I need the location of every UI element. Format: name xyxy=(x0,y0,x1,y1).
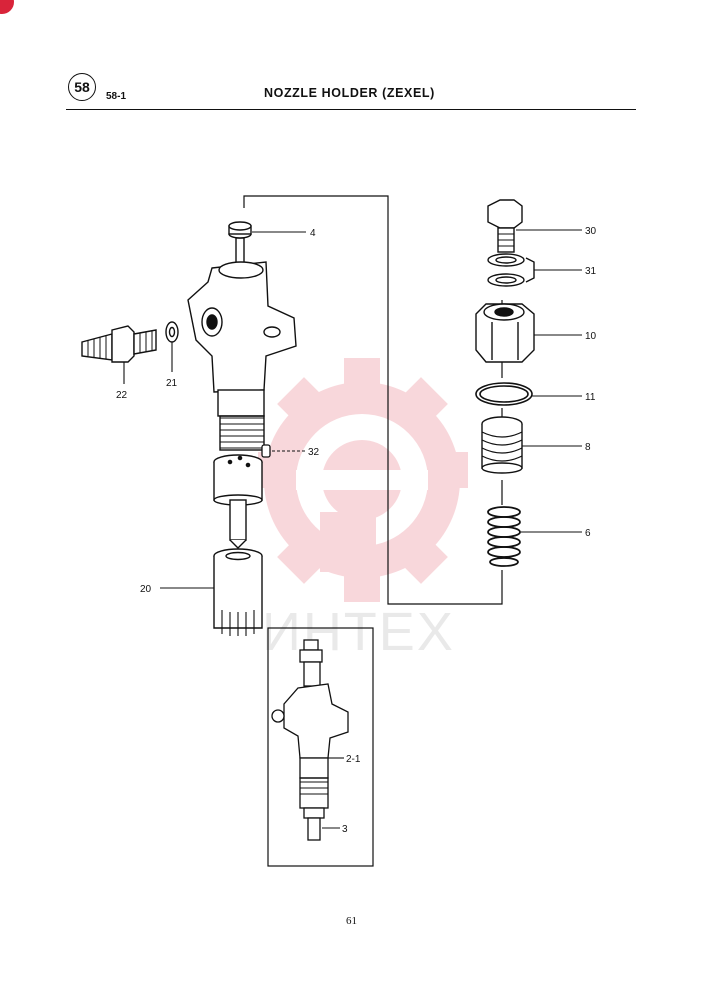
callout-4: 4 xyxy=(310,228,316,239)
callout-22: 22 xyxy=(116,390,128,401)
retaining-nut-20 xyxy=(213,548,263,636)
gaskets-31 xyxy=(487,253,535,287)
page-number: 61 xyxy=(346,915,357,927)
header-rule xyxy=(66,109,636,110)
section-badge: 58 xyxy=(68,73,96,101)
callout-31: 31 xyxy=(585,266,597,277)
cap-nut-10 xyxy=(475,303,535,363)
callout-2-1: 2-1 xyxy=(346,754,361,765)
callout-10: 10 xyxy=(585,331,597,342)
callout-21: 21 xyxy=(166,378,178,389)
callout-30: 30 xyxy=(585,226,597,237)
callout-6: 6 xyxy=(585,528,591,539)
callout-8: 8 xyxy=(585,442,591,453)
section-number: 58 xyxy=(74,79,90,95)
callout-20: 20 xyxy=(140,584,152,595)
inset-assembly-view xyxy=(267,627,374,867)
watermark-text: ИНТЕХ xyxy=(262,602,455,662)
inlet-connector xyxy=(81,325,157,363)
subsection-number: 58-1 xyxy=(106,91,127,102)
nozzle-holder-body xyxy=(187,221,297,451)
nozzle-tip xyxy=(213,454,263,549)
spring-seat-8 xyxy=(481,416,523,474)
o-ring-11 xyxy=(475,382,533,406)
callout-11: 11 xyxy=(585,392,596,403)
page-title: NOZZLE HOLDER (ZEXEL) xyxy=(264,86,435,100)
watermark-gear-logo xyxy=(258,358,468,602)
leader-lines xyxy=(123,229,582,829)
washer-21 xyxy=(165,321,179,343)
eye-bolt-30 xyxy=(487,199,523,253)
spring-6 xyxy=(487,506,521,567)
pin-32 xyxy=(261,444,271,458)
callout-32: 32 xyxy=(308,447,320,458)
callout-3: 3 xyxy=(342,824,348,835)
